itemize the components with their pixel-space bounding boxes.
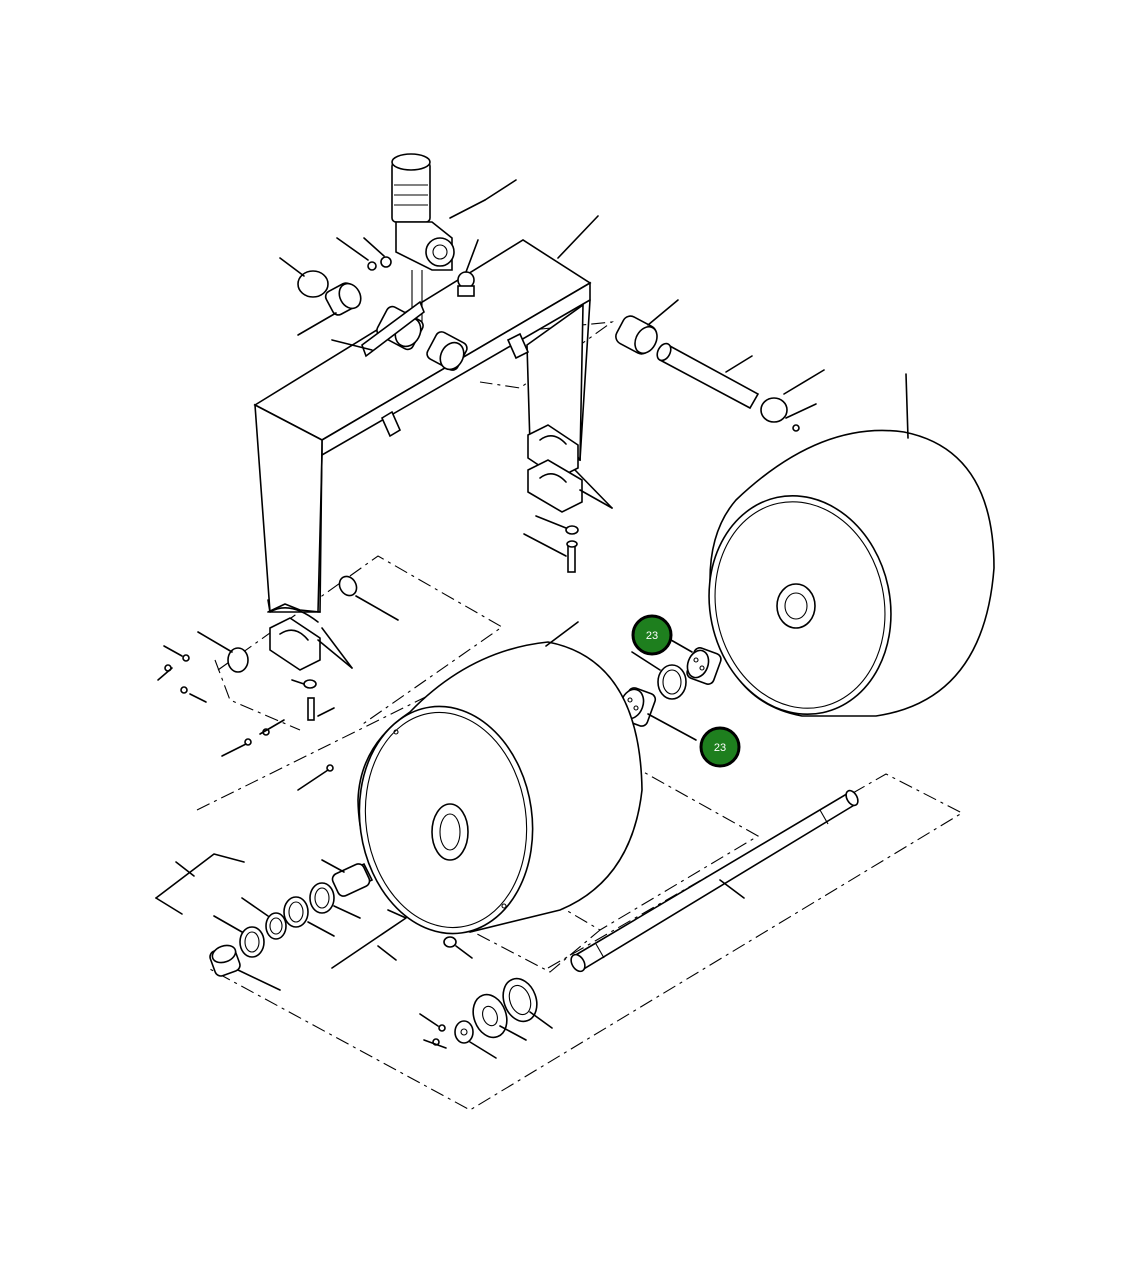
- pivot-parts-left: [279, 237, 468, 371]
- drum-left: [357, 621, 643, 935]
- bearing-caps: [269, 424, 613, 671]
- callout-circle[interactable]: [631, 614, 673, 656]
- actuator-assembly: [391, 153, 599, 330]
- drum-right: [708, 373, 995, 717]
- axle-shaft: [570, 789, 859, 973]
- yoke-frame: [253, 239, 592, 623]
- left-hardware: [157, 575, 399, 791]
- pin-parts-right: [615, 299, 825, 432]
- bearing-stack: [155, 853, 473, 991]
- callout-23-upper[interactable]: 23: [631, 614, 673, 656]
- callout-23-lower[interactable]: 23: [699, 726, 741, 768]
- callout-circle[interactable]: [699, 726, 741, 768]
- leg-bolts: [523, 515, 579, 573]
- flange-parts: [419, 977, 553, 1059]
